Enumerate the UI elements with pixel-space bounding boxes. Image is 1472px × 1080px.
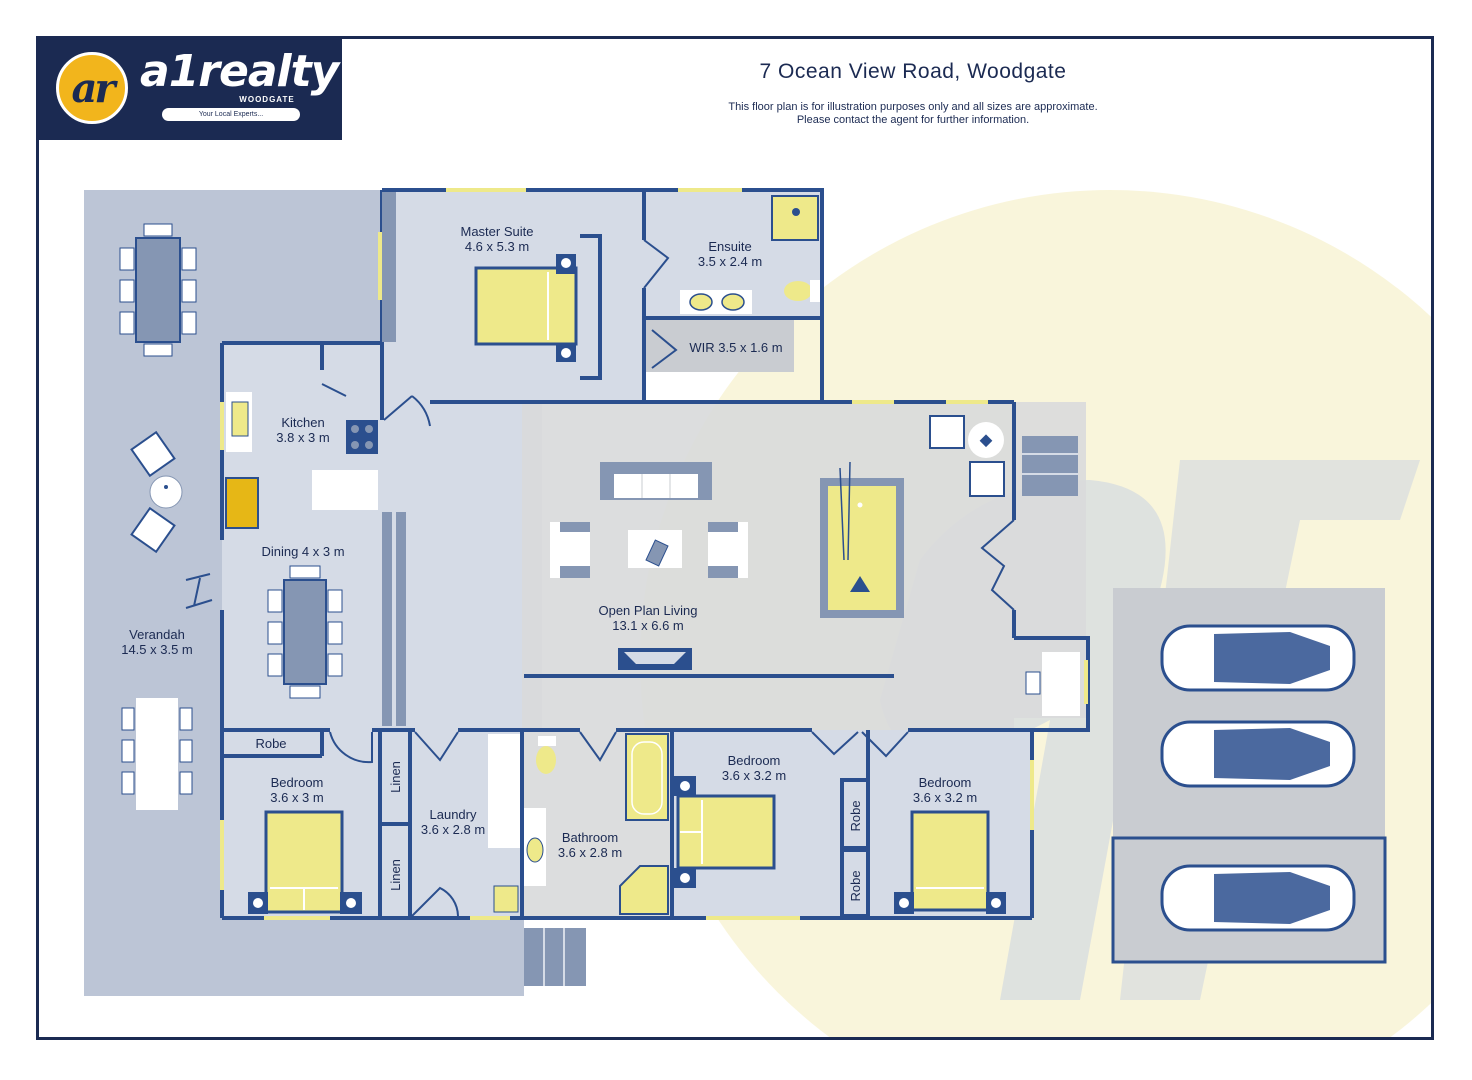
- open-plan-name: Open Plan Living: [598, 603, 697, 618]
- laundry-fixtures: [488, 734, 520, 913]
- bathroom-name: Bathroom: [562, 830, 618, 845]
- coffee-table-icon: [628, 530, 682, 568]
- car-1-icon: [1160, 624, 1356, 692]
- bedroom-right-size: 3.6 x 3.2 m: [913, 790, 977, 805]
- master-suite-size: 4.6 x 5.3 m: [465, 239, 529, 254]
- living-floor: [522, 402, 1014, 730]
- kitchen-fixtures: [225, 392, 378, 529]
- laundry-size: 3.6 x 2.8 m: [421, 822, 485, 837]
- verandah-table-lower-icon: [121, 698, 193, 810]
- bathroom-fixtures: [524, 733, 669, 915]
- page-title: 7 Ocean View Road, Woodgate: [759, 60, 1067, 83]
- bedroom-right-name: Bedroom: [919, 775, 972, 790]
- kitchen-name: Kitchen: [281, 415, 324, 430]
- verandah-chairs-round-table-icon: [130, 430, 183, 554]
- dining-table-icon: [267, 565, 343, 699]
- master-bed-icon: [474, 254, 578, 362]
- verandah-table-upper-icon: [119, 223, 197, 357]
- bedroom-mid-bed-icon: [674, 776, 776, 888]
- ensuite-fixtures: [680, 195, 820, 314]
- hall-column-a: [382, 512, 392, 726]
- ensuite-size: 3.5 x 2.4 m: [698, 254, 762, 269]
- car-3-icon: [1160, 864, 1356, 932]
- reading-nook-icon: [929, 415, 1080, 716]
- brand-name: a1realty: [140, 46, 339, 97]
- brand-location: WOODGATE: [239, 95, 295, 104]
- car-2-icon: [1160, 720, 1356, 788]
- verandah-name: Verandah: [129, 627, 185, 642]
- disclaimer-line-1: This floor plan is for illustration purp…: [728, 101, 1098, 113]
- sofa-icon: [600, 462, 712, 500]
- door-swings: [185, 239, 1015, 917]
- laundry-name: Laundry: [430, 807, 477, 822]
- windows: [220, 188, 1088, 920]
- garage-outline: [1111, 836, 1387, 964]
- room-labels: Master Suite 4.6 x 5.3 m Ensuite 3.5 x 2…: [121, 224, 977, 902]
- bedroom-left-bed-icon: [248, 810, 362, 914]
- open-plan-size: 13.1 x 6.6 m: [612, 618, 684, 633]
- hall-column-b: [396, 512, 406, 726]
- brand-logo: ar a1realty WOODGATE Your Local Experts.…: [38, 38, 342, 140]
- hall-column-upper: [382, 192, 396, 342]
- hall-floor: [382, 402, 542, 730]
- stairs-south-icon: [524, 928, 586, 986]
- bedroom-left-size: 3.6 x 3 m: [270, 790, 323, 805]
- bedroom-mid-name: Bedroom: [728, 753, 781, 768]
- kitchen-size: 3.8 x 3 m: [276, 430, 329, 445]
- dining-label: Dining 4 x 3 m: [261, 544, 344, 559]
- bedroom-right-bed-icon: [894, 810, 1006, 914]
- armchair-left-icon: [550, 522, 590, 578]
- verandah-lower: [384, 910, 524, 996]
- tv-unit-icon: [618, 648, 692, 670]
- stairs-east-icon: [1022, 436, 1078, 496]
- ar-logo-mark-icon: ar: [56, 52, 128, 124]
- brand-tagline: Your Local Experts...: [162, 108, 300, 121]
- bedroom-mid-size: 3.6 x 3.2 m: [722, 768, 786, 783]
- robe-left-label: Robe: [255, 736, 286, 751]
- linen-2-label: Linen: [388, 859, 403, 891]
- pool-table-icon: [820, 461, 904, 618]
- ensuite-name: Ensuite: [708, 239, 751, 254]
- wir-label: WIR 3.5 x 1.6 m: [689, 340, 782, 355]
- master-suite-name: Master Suite: [461, 224, 534, 239]
- disclaimer-line-2: Please contact the agent for further inf…: [796, 114, 1030, 126]
- robe-r1-label: Robe: [848, 800, 863, 831]
- bedroom-left-name: Bedroom: [271, 775, 324, 790]
- robe-r2-label: Robe: [848, 870, 863, 901]
- armchair-right-icon: [708, 522, 748, 578]
- logo-mark-text: ar: [71, 65, 116, 112]
- linen-1-label: Linen: [388, 761, 403, 793]
- bathroom-size: 3.6 x 2.8 m: [558, 845, 622, 860]
- verandah-size: 14.5 x 3.5 m: [121, 642, 193, 657]
